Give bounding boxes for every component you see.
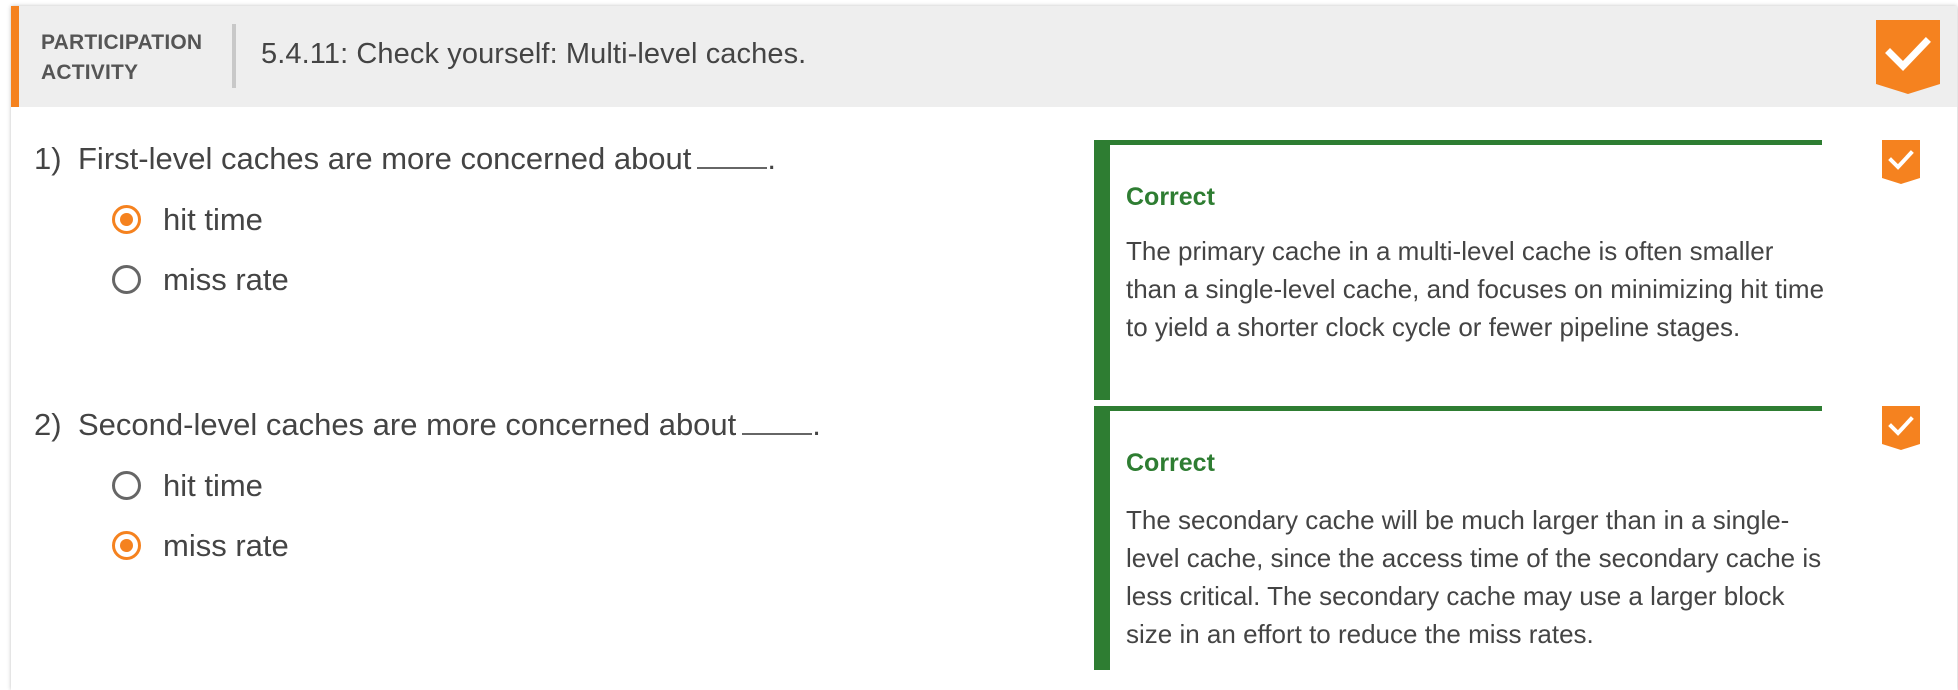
question-prompt: Second-level caches are more concerned a… bbox=[78, 407, 737, 442]
activity-type-line1: PARTICIPATION bbox=[41, 31, 203, 54]
option-label[interactable]: miss rate bbox=[163, 262, 289, 297]
activity-type-label: PARTICIPATION ACTIVITY bbox=[41, 28, 202, 88]
option-label[interactable]: miss rate bbox=[163, 528, 289, 563]
radio-hit-time[interactable] bbox=[112, 471, 141, 500]
feedback-status: Correct bbox=[1126, 183, 1215, 211]
radio-hit-time[interactable] bbox=[112, 205, 141, 234]
question-text: First-level caches are more concerned ab… bbox=[78, 141, 776, 177]
answer-blank bbox=[697, 166, 768, 169]
activity-title: 5.4.11: Check yourself: Multi-level cach… bbox=[261, 38, 807, 70]
feedback-text: The primary cache in a multi-level cache… bbox=[1126, 236, 1825, 342]
option-label[interactable]: hit time bbox=[163, 202, 263, 237]
feedback-panel: Correct The primary cache in a multi-lev… bbox=[1094, 140, 1824, 400]
feedback-panel: Correct The secondary cache will be much… bbox=[1094, 406, 1822, 670]
answer-blank bbox=[742, 432, 813, 435]
check-icon bbox=[1882, 406, 1920, 450]
check-icon bbox=[1882, 140, 1920, 184]
feedback-text: The secondary cache will be much larger … bbox=[1126, 505, 1822, 649]
feedback-status: Correct bbox=[1126, 449, 1215, 477]
radio-miss-rate[interactable] bbox=[112, 531, 141, 560]
question-end: . bbox=[812, 407, 821, 442]
activity-type-line2: ACTIVITY bbox=[41, 61, 139, 84]
header-divider bbox=[232, 24, 236, 88]
question-number: 1) bbox=[34, 141, 62, 176]
option-label[interactable]: hit time bbox=[163, 468, 263, 503]
question-end: . bbox=[767, 141, 777, 176]
radio-miss-rate[interactable] bbox=[112, 265, 141, 294]
question-prompt: First-level caches are more concerned ab… bbox=[78, 141, 692, 176]
activity-header: PARTICIPATION ACTIVITY 5.4.11: Check you… bbox=[11, 6, 1957, 107]
question-text: Second-level caches are more concerned a… bbox=[78, 407, 821, 443]
check-icon bbox=[1876, 20, 1940, 94]
participation-activity-card: PARTICIPATION ACTIVITY 5.4.11: Check you… bbox=[11, 6, 1957, 690]
question-number: 2) bbox=[34, 407, 62, 442]
